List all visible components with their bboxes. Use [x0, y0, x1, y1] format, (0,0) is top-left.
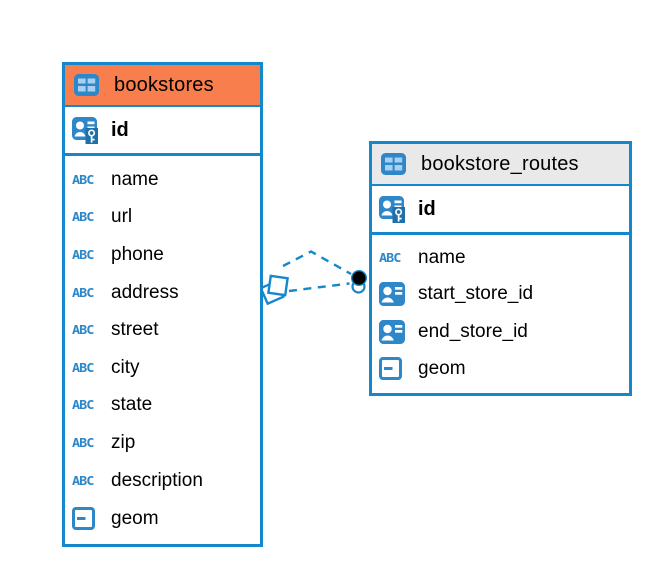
- erd-table-bookstore-routes[interactable]: bookstore_routes id ABC: [369, 141, 632, 396]
- column-row[interactable]: geom: [372, 351, 629, 388]
- table-name: bookstores: [114, 73, 214, 96]
- text-type-icon: ABC: [72, 435, 94, 451]
- text-type-icon: ABC: [72, 472, 94, 489]
- table-icon: [381, 153, 412, 175]
- column-row[interactable]: end_store_id: [372, 313, 629, 351]
- text-type-icon: ABC: [72, 397, 94, 413]
- column-name: zip: [111, 431, 136, 453]
- table-header[interactable]: bookstore_routes: [372, 144, 629, 186]
- column-row[interactable]: start_store_id: [372, 276, 629, 314]
- geometry-type-icon: [72, 507, 103, 531]
- column-name: description: [111, 469, 203, 491]
- column-row[interactable]: ABC address: [65, 274, 260, 312]
- geometry-type-icon: [379, 357, 410, 381]
- primary-key-icon: [72, 116, 103, 144]
- text-type-icon: ABC: [72, 360, 94, 376]
- column-row[interactable]: ABC description: [65, 462, 260, 500]
- column-name: url: [111, 206, 133, 228]
- text-type-icon: ABC: [72, 322, 94, 338]
- relationship-line-upper[interactable]: [282, 250, 352, 276]
- column-row[interactable]: ABC city: [65, 349, 260, 387]
- text-type-icon: ABC: [72, 172, 94, 188]
- relationship-target-marker[interactable]: [351, 270, 368, 294]
- primary-key-row[interactable]: id: [372, 186, 629, 235]
- column-name: city: [111, 356, 140, 378]
- column-name: street: [111, 319, 159, 341]
- text-type-icon: ABC: [379, 250, 401, 266]
- column-name: state: [111, 394, 153, 416]
- table-header[interactable]: bookstores: [65, 65, 260, 107]
- column-name: end_store_id: [418, 320, 528, 342]
- table-name: bookstore_routes: [421, 152, 579, 175]
- relationship-dashed-lines[interactable]: [282, 250, 352, 293]
- foreign-key-icon: [379, 282, 410, 307]
- erd-table-bookstores[interactable]: bookstores id ABC: [62, 62, 263, 547]
- primary-key-name: id: [418, 197, 436, 220]
- column-row[interactable]: geom: [65, 499, 260, 538]
- column-row[interactable]: ABC url: [65, 199, 260, 237]
- text-type-icon: ABC: [72, 247, 94, 263]
- column-row[interactable]: ABC state: [65, 387, 260, 425]
- column-name: geom: [418, 357, 466, 379]
- column-name: geom: [111, 507, 159, 529]
- column-row[interactable]: ABC name: [372, 240, 629, 276]
- foreign-key-icon: [379, 319, 410, 344]
- column-row[interactable]: ABC street: [65, 311, 260, 349]
- column-row[interactable]: ABC zip: [65, 424, 260, 462]
- relationship-source-marker[interactable]: [259, 274, 289, 306]
- primary-key-name: id: [111, 118, 129, 141]
- table-columns: ABC name start_store_id: [372, 235, 629, 393]
- column-name: name: [111, 168, 159, 190]
- primary-key-row[interactable]: id: [65, 107, 260, 156]
- table-columns: ABC name ABC url ABC phone ABC address A…: [65, 156, 260, 544]
- text-type-icon: ABC: [72, 284, 94, 301]
- column-name: name: [418, 246, 466, 268]
- text-type-icon: ABC: [72, 209, 94, 225]
- primary-key-icon: [379, 195, 410, 223]
- column-name: phone: [111, 243, 164, 265]
- column-name: start_store_id: [418, 283, 534, 305]
- column-row[interactable]: ABC phone: [65, 236, 260, 274]
- column-row[interactable]: ABC name: [65, 161, 260, 199]
- table-icon: [74, 74, 105, 96]
- column-name: address: [111, 281, 179, 303]
- relationship-line-lower[interactable]: [288, 282, 350, 293]
